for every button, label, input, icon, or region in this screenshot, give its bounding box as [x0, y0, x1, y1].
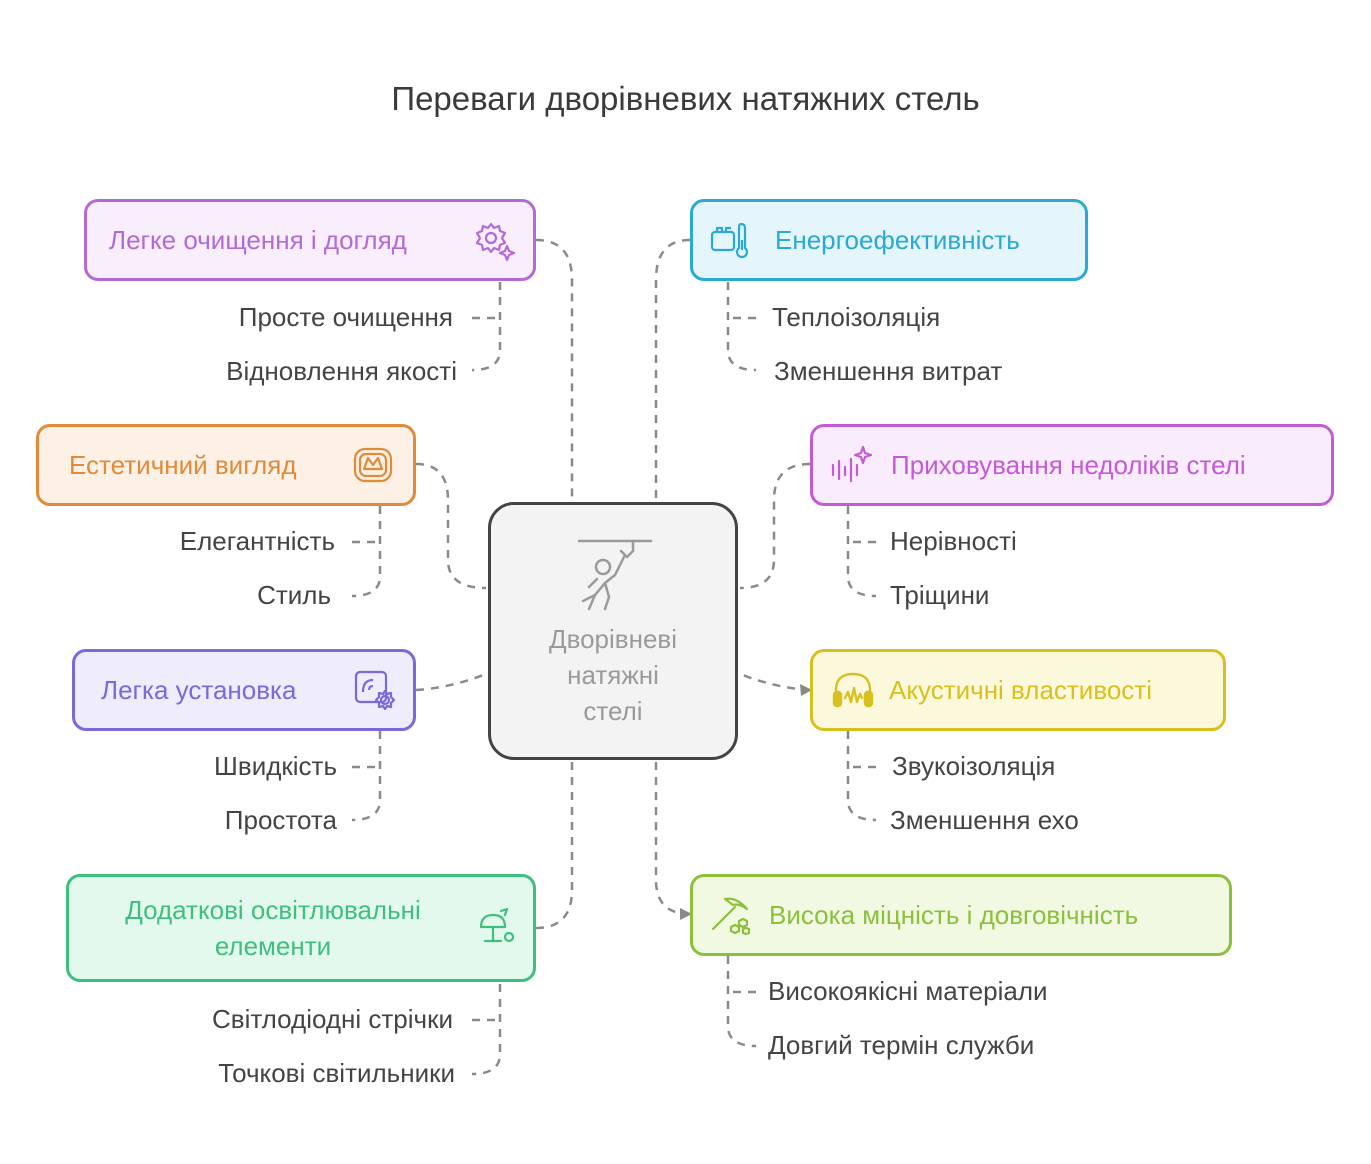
sub-item: Просте очищення: [238, 302, 453, 332]
center-node: Дворівневі натяжні стелі: [488, 502, 738, 760]
gear-sparkle-icon: [475, 222, 516, 262]
sub-item: Звукоізоляція: [892, 751, 1056, 781]
sub-item: Точкові світильники: [218, 1058, 455, 1088]
node-acoustic-label: Акустичні властивості: [889, 675, 1152, 705]
sub-item: Стиль: [257, 580, 331, 610]
arrowhead-acoustic: [800, 684, 812, 696]
center-label: Дворівневі натяжні стелі: [548, 624, 678, 726]
connector-lighting: [535, 762, 574, 930]
sub-item: Зменшення витрат: [774, 356, 1003, 386]
sparkle-lines-icon: [831, 445, 873, 483]
sub-item: Тріщини: [890, 580, 990, 610]
sub-item: Елегантність: [179, 526, 335, 556]
sub-item: Простота: [224, 805, 337, 835]
seat-frame-icon: [353, 447, 393, 483]
node-lighting-label: Додаткові освітлювальні елементи: [125, 895, 421, 961]
installer-icon: [577, 539, 653, 611]
node-energy: Енергоефективність: [690, 199, 1088, 281]
connector-acoustic: [739, 672, 811, 692]
sub-item: Нерівності: [890, 526, 1017, 556]
node-hiding: Приховування недоліків стелі: [810, 424, 1334, 506]
node-aesthetic-label: Естетичний вигляд: [69, 450, 297, 480]
node-aesthetic: Естетичний вигляд: [36, 424, 416, 506]
sub-item: Швидкість: [214, 751, 337, 781]
sub-item: Довгий термін служби: [768, 1030, 1035, 1060]
headphones-icon: [832, 672, 874, 708]
sub-item: Високоякісні матеріали: [768, 976, 1048, 1006]
connector-energy: [654, 238, 691, 500]
node-strength: Висока міцність і довговічність: [690, 874, 1232, 956]
node-energy-label: Енергоефективність: [775, 225, 1020, 255]
battery-thermometer-icon: [710, 222, 749, 259]
lamp-icon: [479, 907, 515, 943]
node-cleaning: Легке очищення і догляд: [84, 199, 536, 281]
node-strength-label: Висока міцність і довговічність: [769, 900, 1139, 930]
node-install-label: Легка установка: [101, 675, 297, 705]
sub-item: Зменшення ехо: [890, 805, 1079, 835]
sub-item: Світлодіодні стрічки: [211, 1004, 453, 1034]
connector-strength: [654, 762, 691, 916]
sub-item: Теплоізоляція: [772, 302, 941, 332]
node-hiding-label: Приховування недоліків стелі: [891, 450, 1246, 480]
pickaxe-icon: [711, 897, 751, 936]
node-acoustic: Акустичні властивості: [810, 649, 1226, 731]
setup-gear-icon: [354, 670, 396, 711]
connector-cleaning: [535, 238, 574, 500]
node-cleaning-label: Легке очищення і догляд: [109, 225, 407, 255]
diagram-title: Переваги дворівневих натяжних стель: [391, 80, 980, 117]
connector-aesthetic: [415, 462, 487, 590]
arrowhead-strength: [680, 908, 692, 920]
connector-install: [415, 672, 487, 692]
connector-hiding: [739, 462, 811, 590]
sub-item: Відновлення якості: [226, 356, 457, 386]
node-install: Легка установка: [72, 649, 416, 731]
node-lighting: Додаткові освітлювальні елементи: [66, 874, 536, 982]
